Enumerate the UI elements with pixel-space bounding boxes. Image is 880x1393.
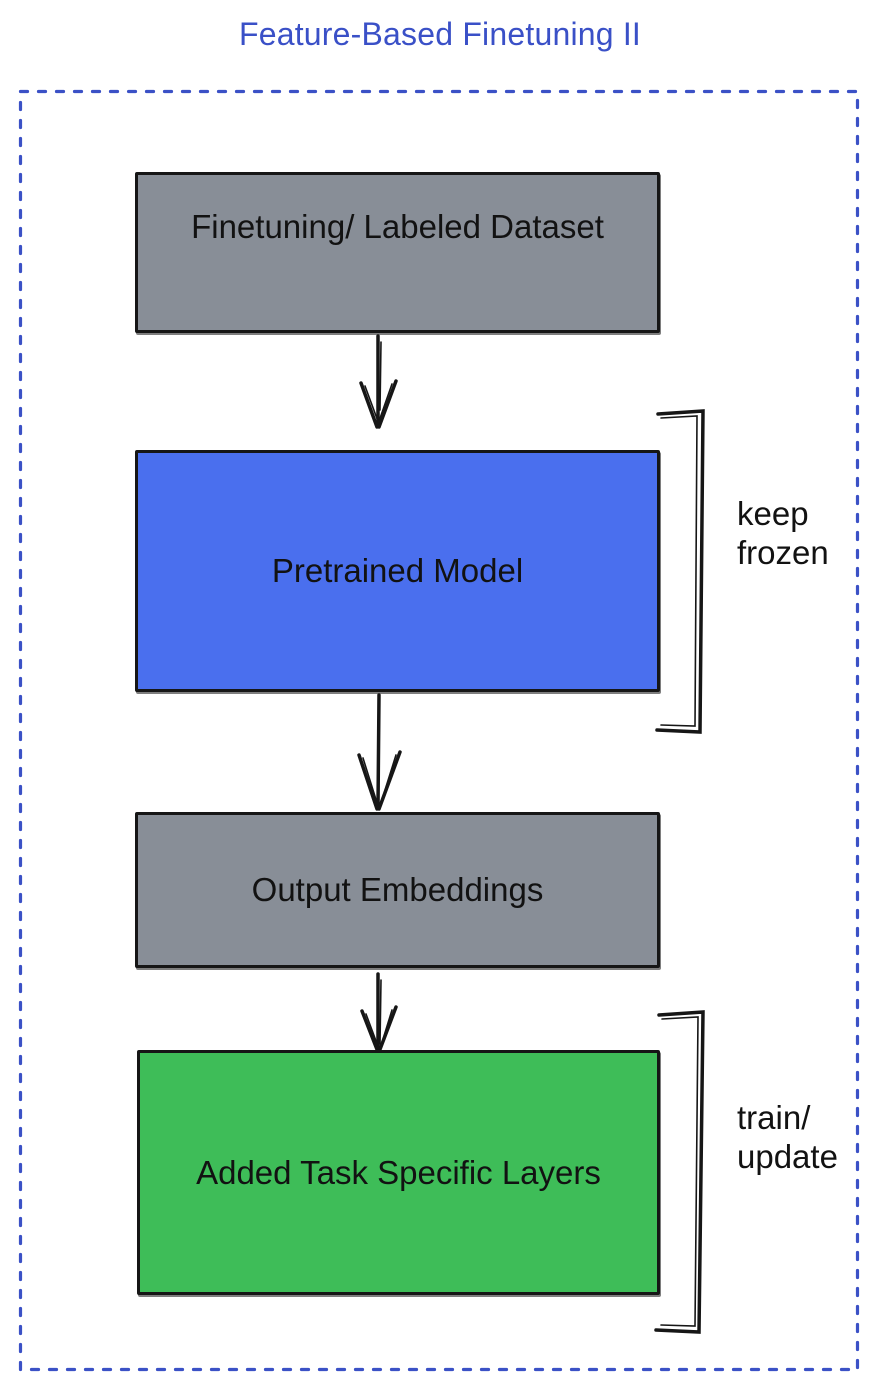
bracket-train-update xyxy=(654,1010,705,1334)
label-train-update: train/ update xyxy=(737,1098,838,1176)
box-label: Output Embeddings xyxy=(251,871,544,908)
label-line: update xyxy=(737,1138,838,1175)
label-line: keep xyxy=(737,495,809,532)
box-label: Pretrained Model xyxy=(271,552,524,589)
box-label: Added Task Specific Layers xyxy=(196,1153,601,1191)
box-label: Finetuning/ Labeled Dataset xyxy=(191,208,604,245)
bracket-keep-frozen xyxy=(655,409,705,734)
label-line: frozen xyxy=(737,534,829,571)
box-pretrained-model: Pretrained Model xyxy=(135,450,660,692)
arrow-model-to-embeddings xyxy=(357,693,402,811)
label-keep-frozen: keep frozen xyxy=(737,494,829,572)
arrow-embeddings-to-layers xyxy=(360,972,398,1054)
label-line: train/ xyxy=(737,1099,811,1136)
page-title: Feature-Based Finetuning II xyxy=(238,16,642,52)
box-output-embeddings: Output Embeddings xyxy=(135,812,660,968)
box-finetuning-dataset: Finetuning/ Labeled Dataset xyxy=(135,172,660,333)
arrow-dataset-to-model xyxy=(359,334,398,429)
box-added-task-layers: Added Task Specific Layers xyxy=(137,1050,660,1295)
